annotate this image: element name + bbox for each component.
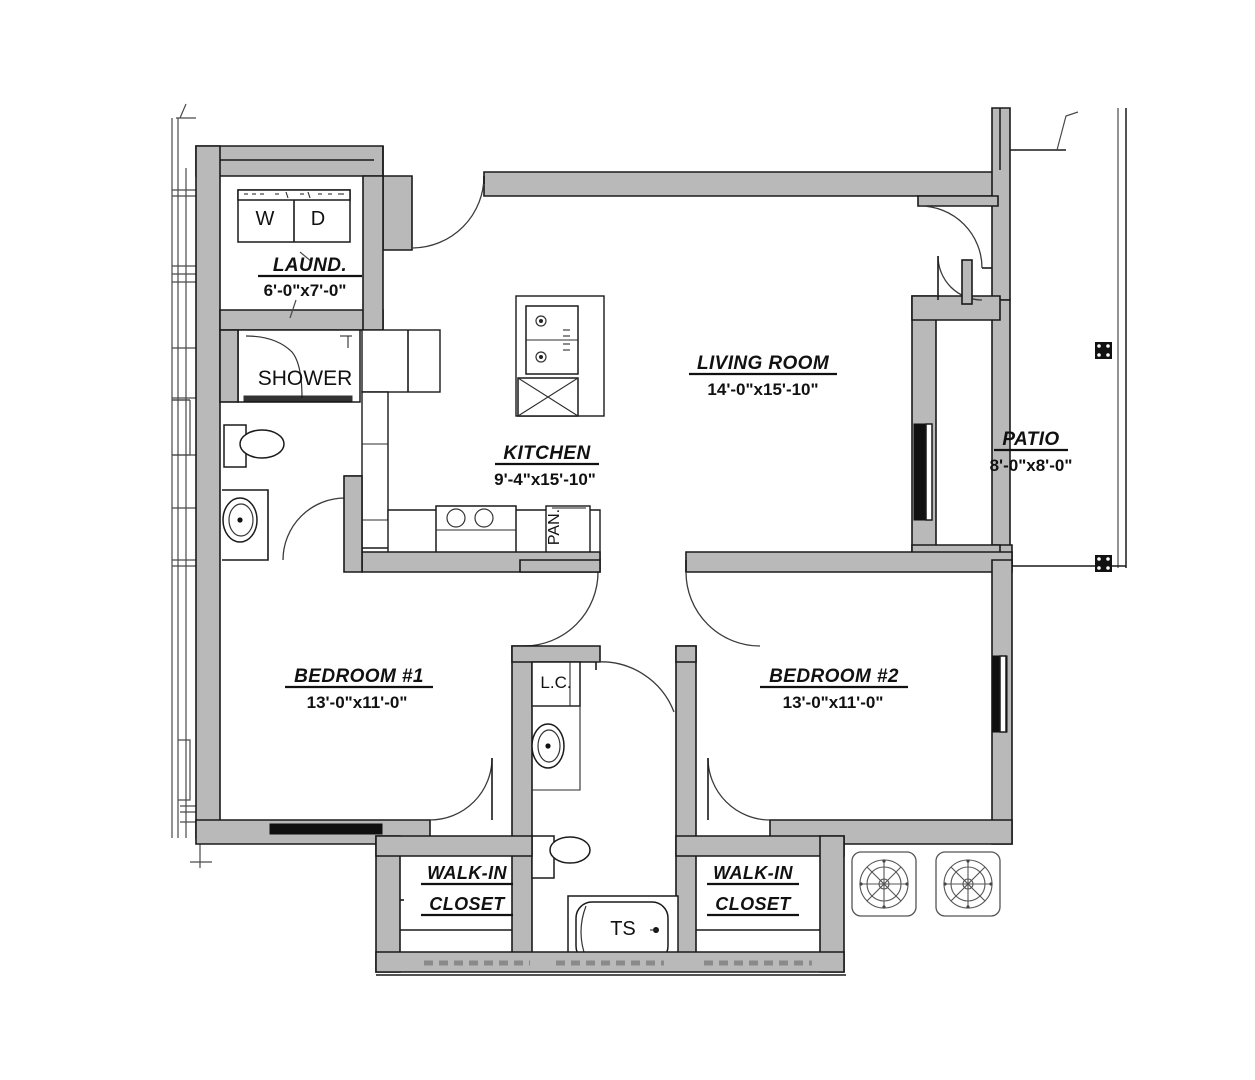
patio-walls [911,295,1001,567]
room-dimensions-bedroom-2: 13'-0"x11'-0" [783,693,884,712]
closet-label-right-line1: WALK-IN [713,863,793,883]
hall-bathroom [219,329,363,561]
linen-closet-label: L.C. [540,673,571,692]
shower-label: SHOWER [258,367,353,390]
column-marker-lower [1095,555,1112,572]
room-dimensions-bedroom-1: 13'-0"x11'-0" [307,693,408,712]
room-labels: LAUND. 6'-0"x7'-0" LIVING ROOM 14'-0"x15… [258,255,1073,917]
closet-label-left-line2: CLOSET [429,894,506,914]
pantry-cabinet [545,505,591,561]
entry-door [412,175,485,249]
room-name-living-room: LIVING ROOM [697,353,830,374]
washer-label: W [256,208,275,230]
hvac-unit-left [851,851,917,917]
laundry-room [219,175,384,331]
bedroom-2 [707,559,1013,845]
closet-label-right-line2: CLOSET [715,894,792,914]
central-bath-core [511,645,697,971]
bathroom-sink [239,429,285,459]
room-name-bedroom-2: BEDROOM #2 [769,666,899,687]
linen-closet [531,661,581,707]
room-name-laundry: LAUND. [273,255,347,276]
room-label-laundry: LAUND. 6'-0"x7'-0" [258,255,362,300]
room-dimensions-laundry: 6'-0"x7'-0" [264,281,347,300]
room-label-walk-in-closet-right: WALK-IN CLOSET [707,863,799,917]
column-marker-upper [1095,342,1112,359]
hvac-unit-right [935,851,1001,917]
room-dimensions-living-room: 14'-0"x15'-10" [707,380,818,399]
appliance-control-panel [237,189,351,201]
walk-in-closets [375,835,846,976]
fixture-labels: W D SHOWER PAN. L.C. TS [256,208,636,940]
living-room-walls [685,551,1013,647]
room-dimensions-kitchen: 9'-4"x15'-10" [494,470,596,489]
core-sink [549,836,591,864]
room-name-kitchen: KITCHEN [503,443,591,464]
bedroom-1 [195,559,601,845]
room-label-bedroom-1: BEDROOM #1 13'-0"x11'-0" [285,666,433,712]
room-label-kitchen: KITCHEN 9'-4"x15'-10" [494,443,599,489]
dryer-label: D [311,208,325,230]
upper-right-doors [917,195,999,305]
column-markers [1095,342,1112,572]
room-label-living-room: LIVING ROOM 14'-0"x15'-10" [689,353,837,399]
room-name-bedroom-1: BEDROOM #1 [294,666,424,687]
room-dimensions-patio: 8'-0"x8'-0" [990,456,1073,475]
hvac-units [851,851,1001,917]
tub-shower-label: TS [610,918,636,940]
refrigerator [361,329,441,393]
kitchen [343,295,605,573]
room-label-bedroom-2: BEDROOM #2 13'-0"x11'-0" [760,666,908,712]
room-label-walk-in-closet-left: WALK-IN CLOSET [421,863,513,917]
core-vanity [531,835,555,879]
exterior-walls [195,107,1127,839]
closet-label-left-line1: WALK-IN [427,863,507,883]
room-name-patio: PATIO [1002,429,1059,450]
room-label-patio: PATIO 8'-0"x8'-0" [990,429,1073,475]
pantry-label: PAN. [546,509,563,545]
